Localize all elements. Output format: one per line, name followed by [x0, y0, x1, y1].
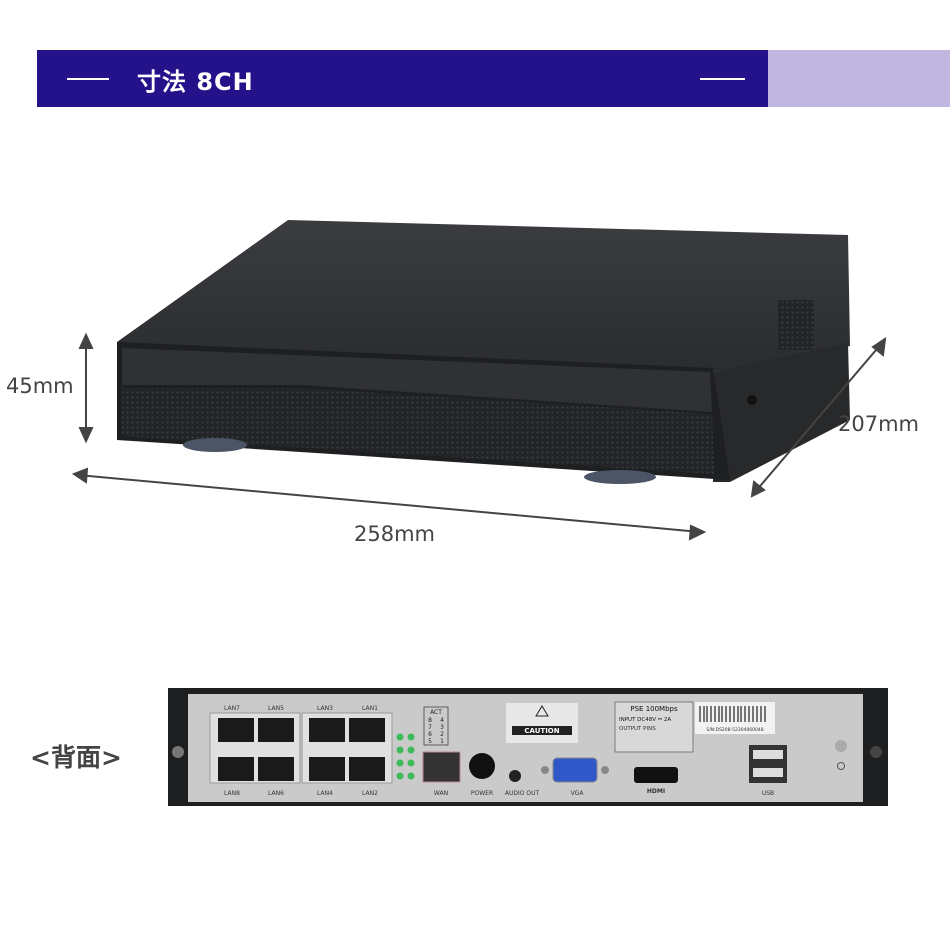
arrowhead — [871, 336, 887, 357]
lan-label: LAN1 — [362, 705, 378, 712]
vga-label: VGA — [571, 790, 585, 797]
lan-port — [349, 718, 385, 742]
device-side — [713, 343, 850, 482]
serial-number: S/N:DS208-52304060048 — [706, 727, 763, 733]
lan-port — [258, 718, 294, 742]
caution-label — [506, 703, 578, 743]
arrowhead — [78, 427, 94, 444]
svg-text:3: 3 — [440, 724, 444, 731]
title-dash-right — [700, 78, 745, 80]
header-banner: 寸法 8CH — [37, 50, 950, 107]
lan-ports — [218, 718, 385, 781]
screw — [870, 746, 882, 758]
front-grille — [122, 388, 714, 474]
device-top — [117, 220, 850, 372]
lan-port — [218, 757, 254, 781]
svg-text:8: 8 — [428, 717, 432, 724]
side-vents — [778, 300, 814, 350]
page-title: 寸法 8CH — [137, 68, 254, 96]
audio-out-jack — [509, 770, 521, 782]
pse-title: PSE 100Mbps — [630, 705, 678, 713]
act-table: ACT 8 4 7 3 6 2 5 1 — [423, 706, 449, 746]
svg-text:1: 1 — [440, 738, 444, 745]
ground-screw — [835, 740, 847, 752]
serial-sticker — [695, 702, 775, 734]
caution-text: CAUTION — [524, 727, 559, 735]
barcode — [699, 706, 766, 722]
warning-icon — [535, 705, 549, 717]
pse-label — [614, 701, 694, 753]
depth-arrow — [754, 342, 883, 493]
activity-leds — [396, 733, 415, 780]
device-foot-right — [584, 470, 656, 484]
arrowhead — [750, 480, 766, 498]
depth-dimension: 207mm — [838, 412, 919, 436]
width-dimension: 258mm — [354, 522, 435, 546]
audio-out-label: AUDIO OUT — [505, 790, 540, 797]
lan-port — [309, 757, 345, 781]
width-arrow — [77, 474, 701, 533]
hdmi-label: HDMI — [647, 788, 665, 795]
lan-label: LAN6 — [268, 790, 284, 797]
svg-text:5: 5 — [428, 738, 432, 745]
front-bezel-top — [122, 348, 712, 412]
title-dash-left — [67, 78, 109, 80]
nvr-device — [117, 220, 850, 484]
device-foot-left — [183, 438, 247, 452]
lan-label: LAN8 — [224, 790, 240, 797]
pse-input: INPUT DC48V ⎓ 2A — [619, 717, 671, 723]
back-view-label: <背面> — [30, 743, 122, 772]
side-screw — [747, 395, 757, 405]
screw — [172, 746, 184, 758]
ground-icon — [837, 762, 845, 770]
lan-port — [258, 757, 294, 781]
power-jack — [469, 753, 495, 779]
svg-text:4: 4 — [440, 717, 444, 724]
arrowhead — [78, 332, 94, 349]
power-label: POWER — [471, 790, 493, 797]
lan-label: LAN5 — [268, 705, 284, 712]
lan-label: LAN4 — [317, 790, 333, 797]
arrowhead — [71, 467, 89, 484]
lan-label: LAN2 — [362, 790, 378, 797]
hdmi-port — [634, 767, 678, 783]
vga-port — [552, 757, 598, 783]
lan-port — [309, 718, 345, 742]
lan-port — [218, 718, 254, 742]
arrowhead — [688, 524, 707, 541]
lan-label: LAN7 — [224, 705, 240, 712]
height-dimension: 45mm — [6, 374, 74, 398]
wan-label: WAN — [434, 790, 448, 797]
usb-label: USB — [762, 790, 774, 797]
lan-label: LAN3 — [317, 705, 333, 712]
svg-text:6: 6 — [428, 731, 432, 738]
lan-port — [349, 757, 385, 781]
header-banner-main: 寸法 8CH — [37, 50, 768, 107]
wan-port — [422, 751, 461, 783]
svg-text:7: 7 — [428, 724, 432, 731]
back-panel: LAN7 LAN5 LAN3 LAN1 LAN8 LAN6 LAN4 LAN2 … — [168, 688, 888, 806]
svg-text:2: 2 — [440, 731, 444, 738]
svg-text:ACT: ACT — [430, 709, 442, 716]
pse-pins: OUTPUT PINS — [619, 726, 656, 732]
